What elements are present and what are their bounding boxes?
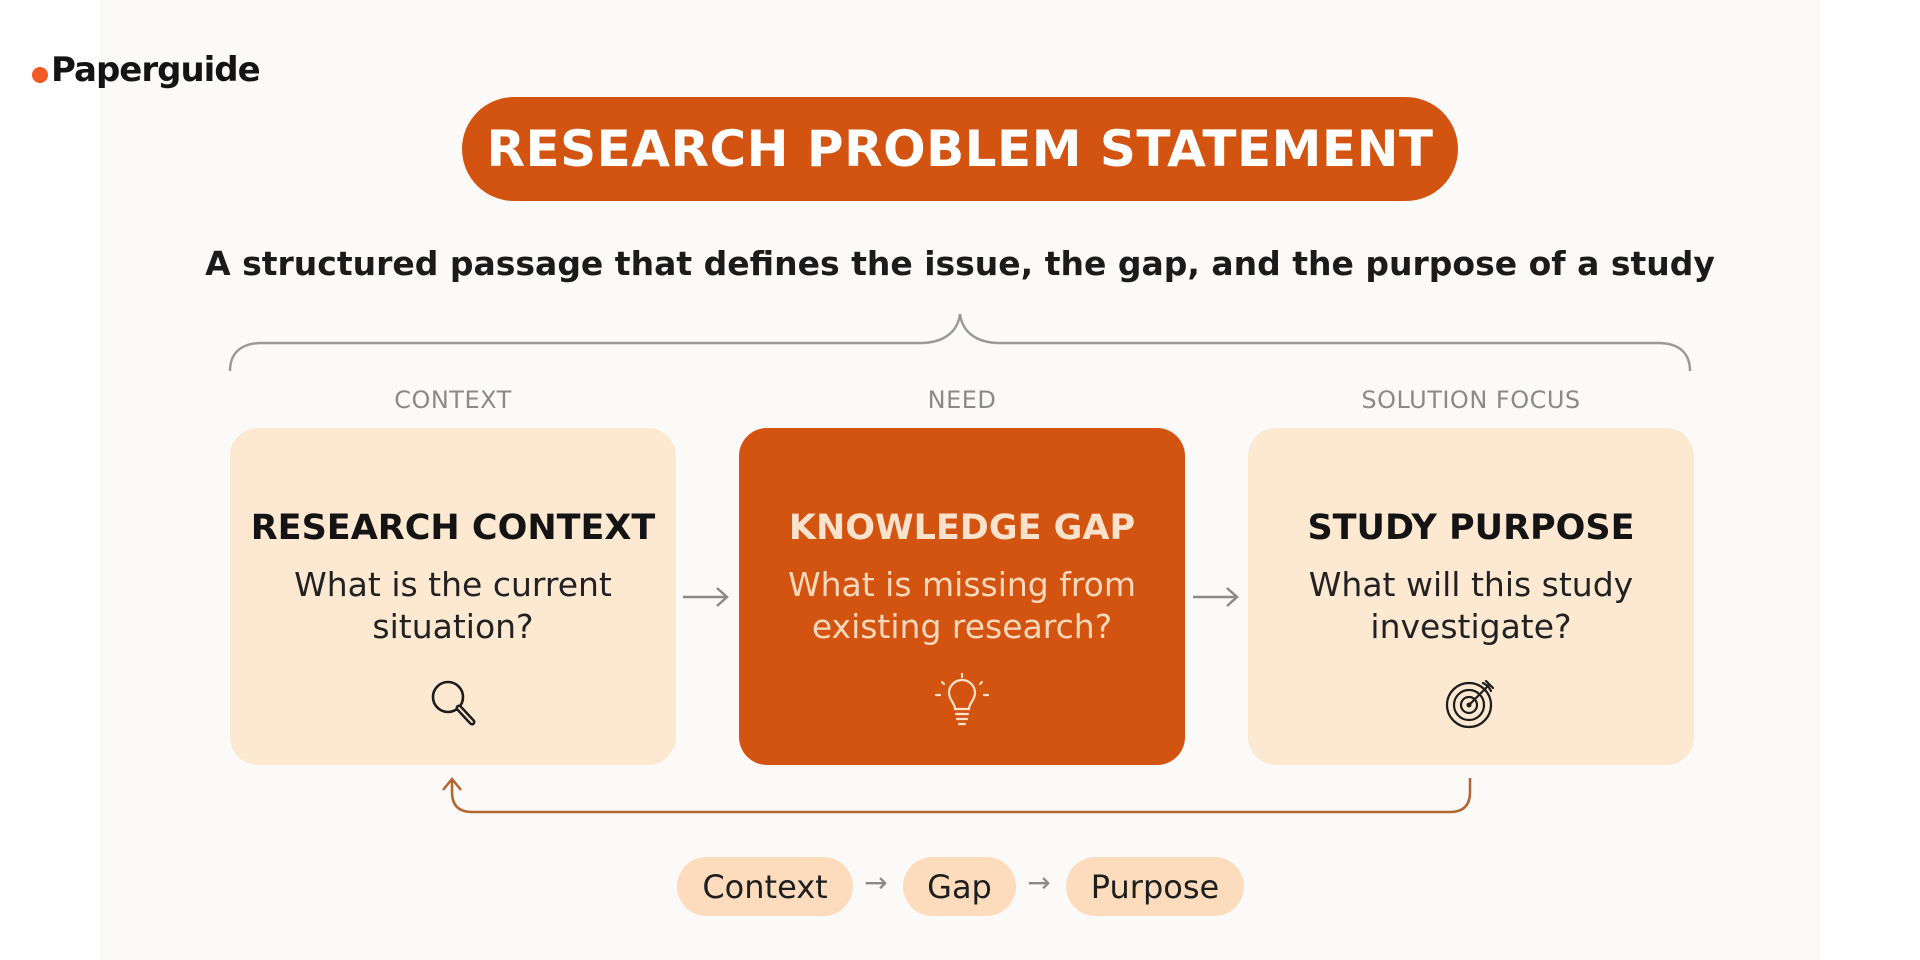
card-research-context: RESEARCH CONTEXT What is the current sit… (230, 428, 676, 765)
flow-step-purpose: Purpose (1066, 857, 1244, 916)
card-title: STUDY PURPOSE (1307, 508, 1635, 548)
brand-dot-icon (32, 67, 48, 83)
magnifying-glass-icon (431, 680, 476, 726)
card-question: What is missing from existing research? (787, 565, 1137, 646)
column-label-context: CONTEXT (394, 386, 512, 414)
card-question: What is the current situation? (294, 565, 612, 646)
page-title: RESEARCH PROBLEM STATEMENT (486, 120, 1434, 178)
brand-name: Paperguide (51, 50, 261, 90)
top-brace (228, 313, 1692, 372)
arrow-context-to-gap (683, 587, 729, 607)
flow-arrow-2: → (1027, 866, 1051, 899)
column-label-need: NEED (927, 386, 997, 414)
card-study-purpose: STUDY PURPOSE What will this study inves… (1248, 428, 1694, 765)
brand-logo: Paperguide (32, 48, 261, 92)
flow-arrow-1: → (864, 866, 888, 899)
column-label-solution-focus: SOLUTION FOCUS (1361, 386, 1581, 414)
card-title: KNOWLEDGE GAP (788, 508, 1136, 548)
arrow-gap-to-purpose (1193, 587, 1239, 607)
page-subtitle: A structured passage that defines the is… (205, 244, 1715, 283)
card-title: RESEARCH CONTEXT (250, 508, 656, 548)
page-title-pill: RESEARCH PROBLEM STATEMENT (462, 97, 1458, 201)
target-icon (1445, 679, 1495, 729)
lightbulb-icon (934, 673, 990, 726)
loop-back-arrow (442, 777, 1472, 814)
card-knowledge-gap: KNOWLEDGE GAP What is missing from exist… (739, 428, 1185, 765)
card-question: What will this study investigate? (1308, 565, 1634, 646)
flow-step-context: Context (677, 857, 853, 916)
flow-step-gap: Gap (903, 857, 1016, 916)
